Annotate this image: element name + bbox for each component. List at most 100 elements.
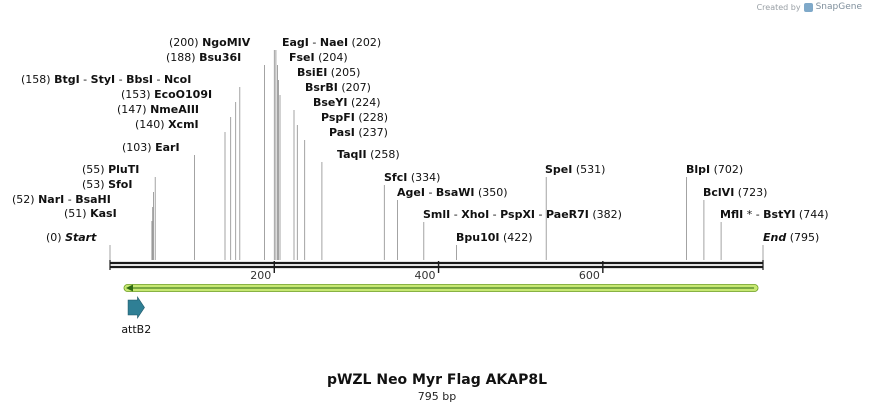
enzyme-name-bsawi: BsaWI <box>436 186 475 199</box>
site-position: (53) <box>82 178 108 191</box>
name-separator: - <box>752 208 763 221</box>
enzyme-name-styi: StyI <box>91 73 115 86</box>
site-label-eari: (103) EarI <box>122 141 180 154</box>
enzyme-name-xcmi: XcmI <box>168 118 199 131</box>
site-label-kasi: (51) KasI <box>64 207 117 220</box>
ruler-tick-label-200: 200 <box>250 269 271 282</box>
enzyme-name-kasi: KasI <box>90 207 117 220</box>
site-position: (723) <box>734 186 767 199</box>
site-position: (422) <box>500 231 533 244</box>
enzyme-name-bsrbi: BsrBI <box>305 81 338 94</box>
site-leader-lines <box>109 50 764 260</box>
enzyme-name-bstyi: BstYI <box>763 208 795 221</box>
site-position: (744) <box>795 208 828 221</box>
name-separator: - <box>309 36 320 49</box>
site-label-sfoi: (53) SfoI <box>82 178 132 191</box>
enzyme-name-pspxi: PspXI <box>500 208 535 221</box>
site-label-xcmi: (140) XcmI <box>135 118 199 131</box>
site-position: (52) <box>12 193 38 206</box>
site-label-mfli-bstyi: MflI * - BstYI (744) <box>720 208 829 221</box>
site-label-eagi-naei: EagI - NaeI (202) <box>282 36 381 49</box>
enzyme-name-bpu10i: Bpu10I <box>456 231 500 244</box>
enzyme-name-xhoi: XhoI <box>461 208 489 221</box>
name-separator: - <box>80 73 91 86</box>
site-position: (188) <box>166 51 199 64</box>
enzyme-name-mfli: MflI <box>720 208 743 221</box>
credit-brand: SnapGene <box>815 2 862 12</box>
site-label-bclvi: BclVI (723) <box>703 186 767 199</box>
enzyme-name-pspfi: PspFI <box>321 111 355 124</box>
feature-arrow-attb2 <box>127 296 145 319</box>
site-position: (531) <box>572 163 605 176</box>
site-position: (237) <box>355 126 388 139</box>
enzyme-name-fsei: FseI <box>289 51 315 64</box>
enzyme-name-ngomiv: NgoMIV <box>202 36 251 49</box>
map-length: 795 bp <box>417 390 457 403</box>
site-label-bsiei: BsiEI (205) <box>297 66 360 79</box>
enzyme-name-spei: SpeI <box>545 163 572 176</box>
site-position: (202) <box>348 36 381 49</box>
site-position: (140) <box>135 118 168 131</box>
enzyme-name-bbsi: BbsI <box>126 73 153 86</box>
credit-prefix: Created by <box>756 2 801 12</box>
site-label-pspfi: PspFI (228) <box>321 111 388 124</box>
site-position: (103) <box>122 141 155 154</box>
enzyme-name-bsiei: BsiEI <box>297 66 327 79</box>
feature-track: attB2 <box>121 284 759 336</box>
site-label-sfci: SfcI (334) <box>384 171 440 184</box>
snapgene-logo-icon <box>803 2 813 12</box>
site-label-bsrbi: BsrBI (207) <box>305 81 371 94</box>
star-activity-mark: * <box>743 208 752 221</box>
sequence-backbone: 200 400 600 <box>109 260 764 282</box>
site-label-bpu10i: Bpu10I (422) <box>456 231 533 244</box>
enzyme-name-ecoo109i: EcoO109I <box>154 88 212 101</box>
enzyme-name-bseyi: BseYI <box>313 96 347 109</box>
site-position: (51) <box>64 207 90 220</box>
site-position: (258) <box>367 148 400 161</box>
enzyme-name-bclvi: BclVI <box>703 186 734 199</box>
enzyme-name-nmeaiii: NmeAIII <box>150 103 199 116</box>
site-label-agei-bsawi: AgeI - BsaWI (350) <box>397 186 508 199</box>
enzyme-name-agei: AgeI <box>397 186 425 199</box>
site-position: (158) <box>21 73 54 86</box>
enzyme-name-start: Start <box>65 231 97 244</box>
site-label-spei: SpeI (531) <box>545 163 605 176</box>
site-label-nmeaiii: (147) NmeAIII <box>117 103 199 116</box>
restriction-site-labels: (0) Start (51) KasI (52) NarI - BsaHI (53) … <box>12 36 829 244</box>
site-position: (205) <box>327 66 360 79</box>
site-label-start: (0) Start <box>46 231 97 244</box>
name-separator: - <box>489 208 500 221</box>
name-separator: - <box>425 186 436 199</box>
site-position: (350) <box>475 186 508 199</box>
name-separator: - <box>535 208 546 221</box>
ruler-tick-label-400: 400 <box>415 269 436 282</box>
enzyme-name-blpi: BlpI <box>686 163 710 176</box>
enzyme-name-pluti: PluTI <box>108 163 139 176</box>
name-separator: - <box>64 193 75 206</box>
ruler-tick-label-600: 600 <box>579 269 600 282</box>
site-label-taqii: TaqII (258) <box>337 148 400 161</box>
snapgene-credit: Created by SnapGene <box>757 2 862 12</box>
enzyme-name-paer7i: PaeR7I <box>546 208 589 221</box>
enzyme-name-sfci: SfcI <box>384 171 407 184</box>
site-position: (204) <box>315 51 348 64</box>
enzyme-name-taqii: TaqII <box>337 148 367 161</box>
site-label-blpi: BlpI (702) <box>686 163 743 176</box>
enzyme-name-pasi: PasI <box>329 126 355 139</box>
site-label-ecoo109i: (153) EcoO109I <box>121 88 212 101</box>
site-label-smli-xhoi-pspxi-paer7i: SmlI - XhoI - PspXI - PaeR7I (382) <box>423 208 622 221</box>
enzyme-name-end: End <box>763 231 786 244</box>
site-label-btgi-styi-bbsi-ncoi: (158) BtgI - StyI - BbsI - NcoI <box>21 73 191 86</box>
map-title: pWZL Neo Myr Flag AKAP8L <box>326 372 548 388</box>
feature-label-attb2: attB2 <box>121 323 151 336</box>
orf-arrow-icon <box>125 284 133 292</box>
site-label-pasi: PasI (237) <box>329 126 388 139</box>
enzyme-name-eari: EarI <box>155 141 179 154</box>
site-position: (382) <box>589 208 622 221</box>
site-position: (334) <box>407 171 440 184</box>
name-separator: - <box>450 208 461 221</box>
enzyme-name-sfoi: SfoI <box>108 178 132 191</box>
enzyme-name-smli: SmlI <box>423 208 450 221</box>
enzyme-name-nari: NarI <box>38 193 64 206</box>
enzyme-name-bsahi: BsaHI <box>75 193 111 206</box>
